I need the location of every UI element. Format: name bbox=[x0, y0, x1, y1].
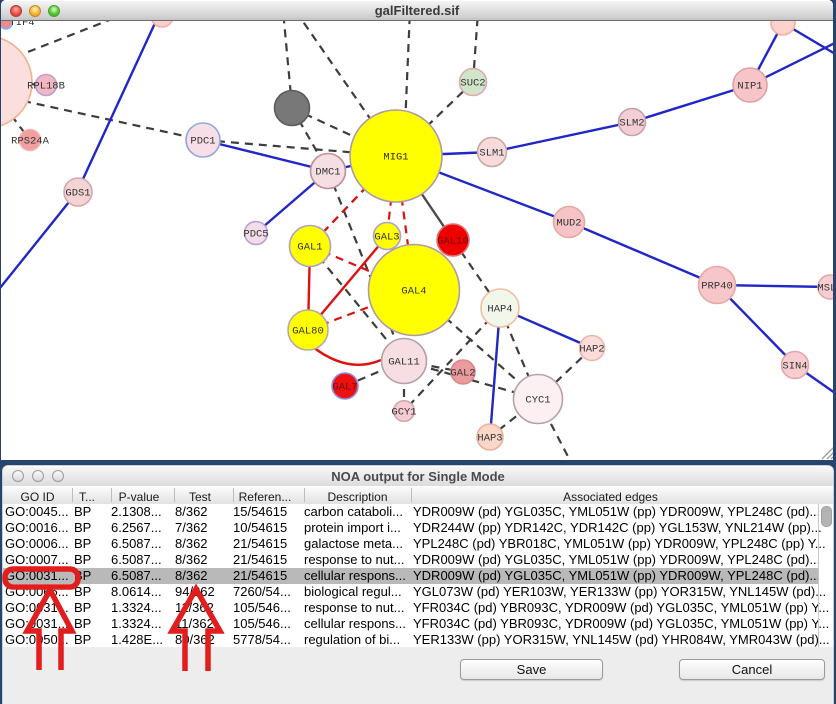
svg-text:MSL1: MSL1 bbox=[817, 283, 833, 295]
svg-text:RPS24A: RPS24A bbox=[11, 136, 50, 148]
svg-text:PRP40: PRP40 bbox=[701, 281, 733, 293]
svg-text:TIF4: TIF4 bbox=[9, 21, 34, 29]
svg-text:HAP3: HAP3 bbox=[477, 433, 502, 445]
svg-text:MIG1: MIG1 bbox=[383, 152, 408, 164]
svg-text:SLM2: SLM2 bbox=[619, 118, 644, 130]
svg-text:SUC2: SUC2 bbox=[460, 78, 485, 90]
svg-text:PDC5: PDC5 bbox=[243, 229, 268, 241]
svg-text:GAL2: GAL2 bbox=[450, 368, 475, 380]
svg-text:GAL7: GAL7 bbox=[332, 382, 357, 394]
svg-text:GDS1: GDS1 bbox=[65, 188, 90, 200]
svg-text:GAL3: GAL3 bbox=[374, 232, 399, 244]
svg-text:GAL1: GAL1 bbox=[297, 242, 322, 254]
svg-text:NIP1: NIP1 bbox=[737, 81, 762, 93]
svg-text:RPL18B: RPL18B bbox=[27, 81, 65, 93]
svg-text:HAP2: HAP2 bbox=[579, 344, 604, 356]
svg-text:GAL80: GAL80 bbox=[292, 326, 324, 338]
svg-text:DMC1: DMC1 bbox=[315, 167, 340, 179]
svg-text:CYC1: CYC1 bbox=[525, 395, 550, 407]
svg-text:PDC1: PDC1 bbox=[190, 136, 215, 148]
svg-text:SLM1: SLM1 bbox=[479, 148, 504, 160]
svg-text:SIN4: SIN4 bbox=[782, 361, 807, 373]
svg-text:GAL10: GAL10 bbox=[437, 236, 469, 248]
svg-text:GAL4: GAL4 bbox=[401, 286, 426, 298]
svg-text:GAL11: GAL11 bbox=[388, 357, 420, 369]
svg-text:HAP4: HAP4 bbox=[487, 304, 512, 316]
svg-text:GCY1: GCY1 bbox=[391, 407, 416, 419]
svg-text:MUD2: MUD2 bbox=[556, 218, 581, 230]
